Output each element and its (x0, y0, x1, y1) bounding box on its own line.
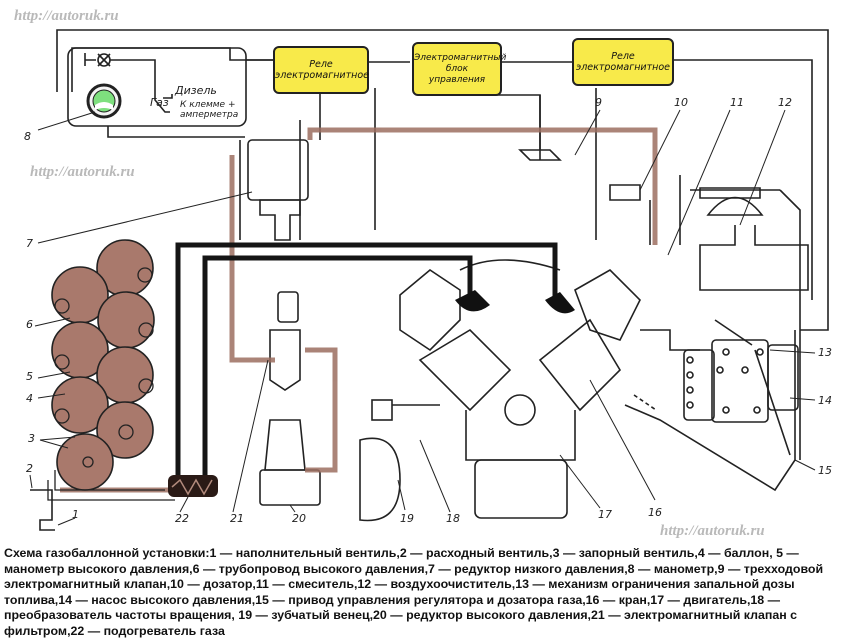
ammeter-label-2: амперметра (180, 110, 239, 120)
watermark: http://autoruk.ru (30, 164, 135, 180)
callout-20: 20 (292, 512, 306, 525)
callout-11: 11 (730, 96, 744, 109)
pipe-high-pressure-2 (202, 255, 473, 485)
callout-13: 13 (818, 346, 832, 359)
callout-22: 22 (175, 512, 189, 525)
callout-14: 14 (818, 394, 832, 407)
gas-installation-diagram: http://autoruk.ru http://autoruk.ru http… (14, 8, 832, 539)
callout-19: 19 (400, 512, 414, 525)
gas-pipe-left (229, 155, 275, 363)
callout-6: 6 (26, 318, 33, 331)
callout-17: 17 (598, 508, 612, 521)
callout-4: 4 (26, 392, 33, 405)
top-wire (56, 29, 829, 331)
schematic-drawing (29, 29, 829, 531)
callout-12: 12 (778, 96, 792, 109)
ammeter-label: К клемме + (180, 100, 236, 110)
callout-8: 8 (24, 130, 31, 143)
callout-10: 10 (674, 96, 688, 109)
callout-18: 18 (446, 512, 460, 525)
callout-3: 3 (28, 432, 35, 445)
gas-label: Газ (150, 96, 169, 109)
control-panel-frame (67, 47, 247, 127)
callout-16: 16 (648, 506, 662, 519)
callout-5: 5 (26, 370, 33, 383)
gas-pipe-top (307, 127, 658, 245)
callout-15: 15 (818, 464, 832, 477)
watermark: http://autoruk.ru (660, 523, 765, 539)
diesel-label: Дизель (175, 84, 217, 97)
callout-21: 21 (230, 512, 244, 525)
callout-1: 1 (72, 508, 79, 521)
pipe-high-pressure-1 (175, 242, 558, 485)
watermark: http://autoruk.ru (14, 8, 119, 24)
callout-2: 2 (26, 462, 33, 475)
callout-7: 7 (26, 237, 33, 250)
callout-9: 9 (595, 96, 602, 109)
